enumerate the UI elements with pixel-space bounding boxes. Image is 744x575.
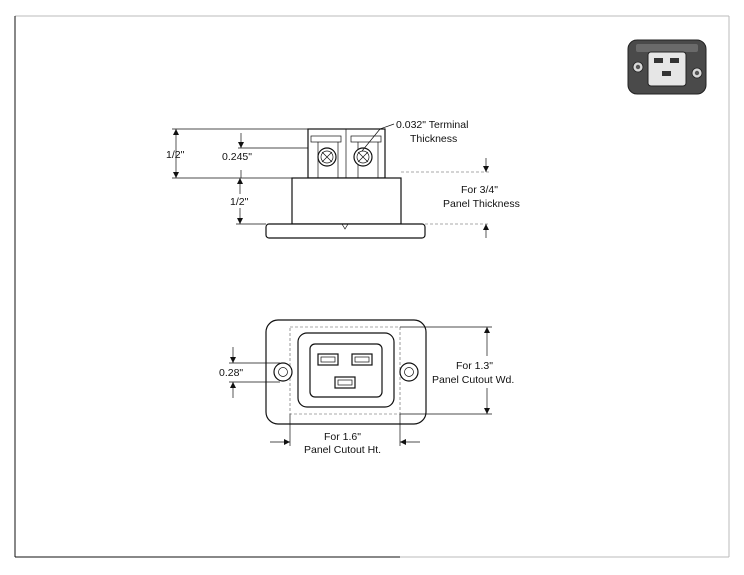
cutout-width-label-2: Panel Cutout Wd. (432, 374, 514, 386)
contact-slot-left-icon (317, 353, 339, 366)
mounting-hole-right-icon (399, 362, 419, 382)
dim-terminal-offset: 0.245" (222, 133, 308, 178)
sheet-border (14, 15, 730, 558)
dim-terminal-thickness: 0.032" Terminal Thickness (361, 119, 468, 152)
dim-overall-half-inch: 1/2" (166, 128, 308, 179)
dim-cutout-width: For 1.3" Panel Cutout Wd. (400, 326, 514, 415)
contact-slot-right-icon (351, 353, 373, 366)
cutout-height-label-1: For 1.6" (324, 431, 361, 443)
terminal-screw-right-icon (353, 147, 373, 167)
cutout-height-label-2: Panel Cutout Ht. (304, 444, 381, 456)
overall-half-inch-label: 1/2" (166, 149, 185, 161)
dim-hole-offset: 0.28" (219, 347, 280, 398)
connector-housing-side (291, 177, 402, 225)
dim-panel-thickness: For 3/4" Panel Thickness (401, 158, 520, 238)
receptacle-inner (309, 343, 383, 398)
mounting-hole-left-icon (273, 362, 293, 382)
hole-offset-label: 0.28" (219, 367, 243, 379)
panel-thickness-label-2: Panel Thickness (443, 198, 520, 210)
connector-flange-side (265, 223, 426, 239)
terminal-screw-left-icon (317, 147, 337, 167)
panel-thickness-label-1: For 3/4" (461, 184, 498, 196)
dim-cutout-height: For 1.6" Panel Cutout Ht. (270, 414, 420, 456)
front-view: 0.28" For 1.3" Panel Cutout Wd. For 1.6"… (219, 319, 514, 456)
cutout-width-label-1: For 1.3" (456, 360, 493, 372)
lower-half-inch-label: 1/2" (230, 196, 249, 208)
terminal-thickness-label-2: Thickness (410, 133, 457, 145)
contact-slot-ground-icon (334, 376, 356, 389)
terminal-thickness-label-1: 0.032" Terminal (396, 119, 468, 131)
dim-lower-half-inch: 1/2" (230, 178, 266, 225)
connector-photo-icon (627, 39, 707, 95)
terminal-offset-label: 0.245" (222, 151, 252, 163)
side-view: 0.032" Terminal Thickness 1/2" 0.245" (166, 119, 520, 239)
